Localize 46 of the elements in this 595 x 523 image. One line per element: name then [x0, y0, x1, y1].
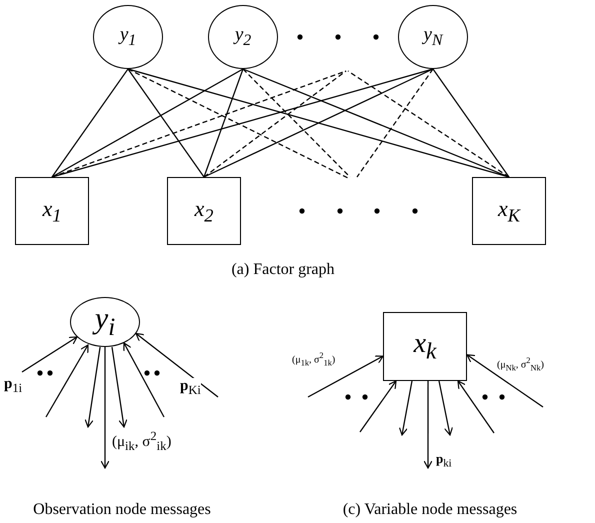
- node-label: x$_{K}$: [498, 196, 520, 226]
- arrow: [84, 346, 101, 428]
- node-label: y$_{1}$: [120, 24, 136, 50]
- arrow: [398, 380, 413, 436]
- node-label: y$_{2}$: [234, 24, 252, 50]
- arrow: [308, 356, 384, 398]
- edge-label: (μ$_{1k}$, σ$^{2}$$_{1k}$): [292, 351, 336, 368]
- arrow: [438, 380, 454, 436]
- arrow: [100, 347, 110, 469]
- arrow: [45, 344, 89, 418]
- connector-line: [242, 68, 350, 178]
- arrow: [360, 380, 397, 432]
- node-label: x$_{2}$: [194, 196, 214, 226]
- caption: (c) Variable node messages: [342, 501, 518, 519]
- arrow: [22, 336, 78, 372]
- edge-label: (μ$_{Nk}$, σ$^{2}$$_{Nk}$): [497, 356, 544, 372]
- node-label: x$_{1}$: [42, 196, 62, 226]
- connector-line: [242, 68, 510, 178]
- caption: Observation node messages: [33, 501, 211, 519]
- node-label: y$_{i}$: [94, 302, 116, 342]
- circle-node: [70, 297, 140, 347]
- connector-line: [128, 68, 348, 179]
- connector-line: [204, 68, 434, 178]
- connector-line: [52, 68, 128, 178]
- caption: (a) Factor graph: [231, 261, 335, 279]
- arrow: [123, 342, 165, 418]
- arrow: [111, 346, 128, 428]
- connector-line: [128, 68, 510, 178]
- connector-line: [128, 68, 204, 178]
- node-label: y$_{N}$: [424, 24, 442, 50]
- connector-line: [204, 70, 346, 178]
- connector-line: [356, 68, 434, 178]
- square-node: [383, 312, 467, 381]
- connector-line: [432, 68, 510, 178]
- square-node: [472, 177, 546, 245]
- node-label: x$_{k}$: [414, 328, 436, 366]
- arrow: [423, 381, 433, 469]
- connector-line: [203, 68, 244, 178]
- connector-line: [52, 68, 434, 178]
- arrow: [457, 380, 494, 434]
- square-node: [15, 177, 89, 245]
- connector-line: [348, 70, 510, 178]
- arrow: [135, 332, 218, 398]
- arrow: [466, 354, 544, 408]
- connector-line: [52, 68, 244, 178]
- square-node: [167, 177, 241, 245]
